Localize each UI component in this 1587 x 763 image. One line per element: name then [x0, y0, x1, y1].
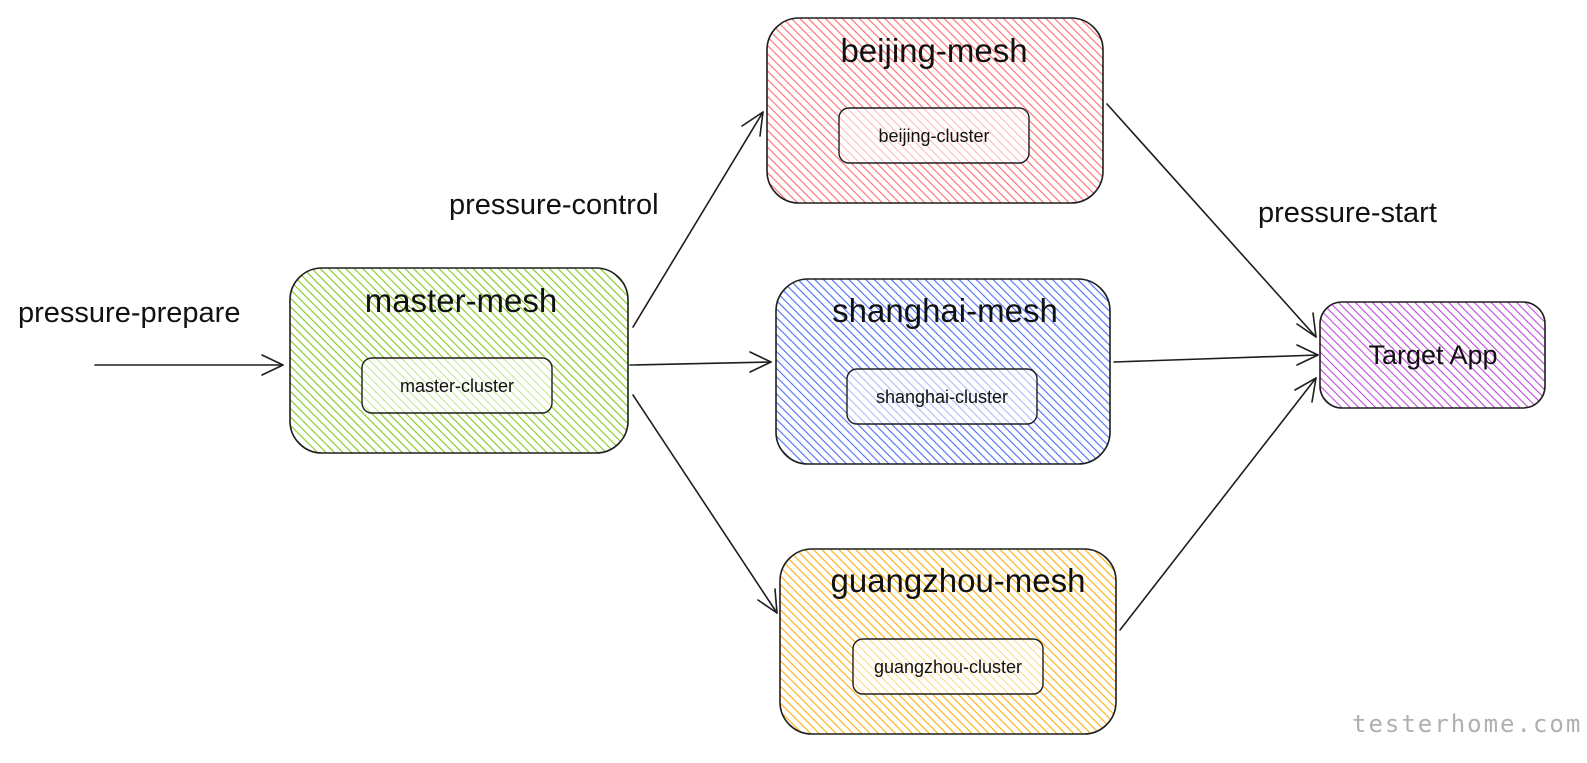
- arrow-master-to-shanghai: [629, 351, 772, 373]
- shanghai-cluster-box: shanghai-cluster: [846, 368, 1038, 425]
- shanghai-cluster-label: shanghai-cluster: [876, 387, 1008, 407]
- guangzhou-mesh-title: guangzhou-mesh: [830, 562, 1085, 599]
- pressure-prepare-label: pressure-prepare: [18, 297, 240, 329]
- target-app-label: Target App: [1368, 340, 1497, 370]
- guangzhou-mesh-node: guangzhou-mesh guangzhou-cluster: [779, 548, 1117, 735]
- pressure-start-label: pressure-start: [1258, 197, 1437, 229]
- arrows: [94, 103, 1319, 631]
- pressure-control-label: pressure-control: [449, 189, 659, 221]
- target-app-node: Target App: [1319, 301, 1546, 409]
- beijing-cluster-label: beijing-cluster: [878, 126, 989, 146]
- beijing-cluster-box: beijing-cluster: [838, 107, 1030, 164]
- watermark-text: testerhome.com: [1352, 710, 1582, 738]
- master-mesh-node: master-mesh master-cluster: [289, 267, 629, 454]
- beijing-mesh-title: beijing-mesh: [840, 32, 1027, 69]
- shanghai-mesh-node: shanghai-mesh shanghai-cluster: [775, 278, 1111, 465]
- arrow-master-to-guangzhou: [632, 394, 778, 614]
- arrow-master-to-beijing: [632, 111, 764, 328]
- arrow-beijing-to-target: [1106, 103, 1317, 338]
- master-mesh-title: master-mesh: [365, 282, 558, 319]
- shanghai-mesh-title: shanghai-mesh: [832, 292, 1058, 329]
- master-cluster-label: master-cluster: [400, 376, 514, 396]
- beijing-mesh-node: beijing-mesh beijing-cluster: [766, 17, 1104, 204]
- guangzhou-cluster-label: guangzhou-cluster: [874, 657, 1022, 677]
- arrow-guangzhou-to-target: [1119, 377, 1317, 631]
- arrow-shanghai-to-target: [1113, 344, 1319, 366]
- master-cluster-box: master-cluster: [361, 357, 553, 414]
- arrow-prepare-to-master: [94, 354, 284, 376]
- guangzhou-cluster-box: guangzhou-cluster: [852, 638, 1044, 695]
